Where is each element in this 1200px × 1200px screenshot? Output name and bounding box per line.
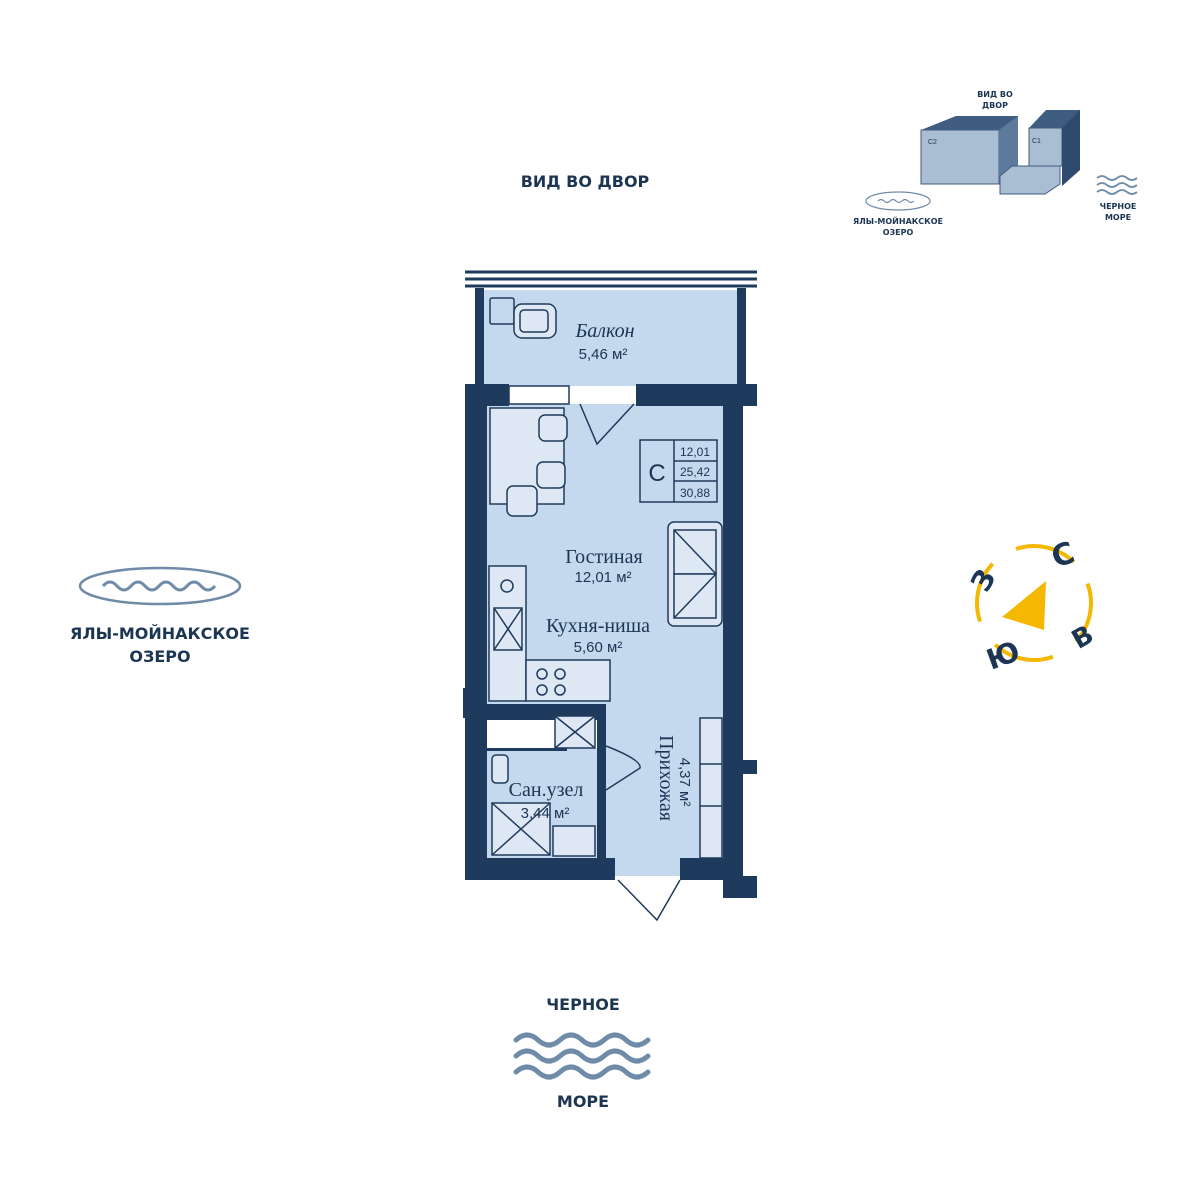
- area-living-value: 12,01: [680, 445, 710, 459]
- living-room-name: Гостиная: [565, 546, 642, 568]
- sea-label-top: ЧЕРНОЕ: [546, 995, 620, 1014]
- kitchen-unit: [488, 565, 611, 702]
- apartment-plan: C 12,01 25,42 30,88 Балкон 5,46 м² Гости…: [463, 270, 757, 922]
- compass-ring: [975, 544, 1093, 662]
- balcony-name: Балкон: [574, 320, 634, 342]
- minimap-lake-label-2: ОЗЕРО: [883, 228, 914, 237]
- building-c2-block: C2: [920, 116, 1018, 185]
- hallway-name: Прихожая: [655, 735, 677, 821]
- compass: С З Ю В: [964, 535, 1099, 676]
- lake-label-line1: ЯЛЫ-МОЙНАКСКОЕ: [70, 624, 250, 643]
- minimap-courtyard-label-2: ДВОР: [982, 101, 1008, 110]
- minimap-c1-label: C1: [1032, 138, 1041, 145]
- sofa: [667, 521, 723, 627]
- area-no-balcony-value: 25,42: [680, 465, 710, 479]
- lake-direction-marker: ЯЛЫ-МОЙНАКСКОЕ ОЗЕРО: [70, 566, 250, 666]
- living-room-area: 12,01 м²: [574, 569, 631, 586]
- sea-label-bottom: МОРЕ: [557, 1092, 609, 1111]
- balcony-railing: [465, 270, 757, 288]
- balcony-area: 5,46 м²: [579, 346, 628, 363]
- compass-arrow-icon: [1002, 581, 1046, 630]
- balcony-furniture: [489, 297, 557, 339]
- balcony-door-swing: [579, 403, 635, 446]
- minimap-lake-label-1: ЯЛЫ-МОЙНАКСКОЕ: [853, 215, 943, 226]
- sea-direction-marker: ЧЕРНОЕ МОРЕ: [513, 995, 651, 1111]
- minimap-sea-label-1: ЧЕРНОЕ: [1100, 202, 1137, 211]
- hallway-area: 4,37 м²: [676, 758, 693, 807]
- compass-north: С: [1047, 535, 1079, 575]
- apartment-type-label: C: [648, 460, 665, 487]
- minimap-lake-icon: [865, 191, 931, 211]
- walls: [463, 384, 757, 898]
- ventilation-shaft: [554, 715, 596, 749]
- minimap-sea-label-2: МОРЕ: [1105, 213, 1131, 222]
- entrance-door-swing: [617, 879, 681, 922]
- minimap-sea-waves-icon: [1096, 175, 1138, 195]
- lake-icon: [78, 566, 242, 606]
- bathroom-door-swing: [605, 745, 641, 791]
- compass-east: В: [1067, 620, 1099, 656]
- kitchen-name: Кухня-ниша: [546, 615, 650, 637]
- workspace-furniture: [489, 407, 568, 517]
- wardrobe: [699, 717, 723, 859]
- apartment-info-box: C 12,01 25,42 30,88: [639, 439, 718, 503]
- bathroom-area: 3,44 м²: [521, 805, 570, 822]
- lake-label-line2: ОЗЕРО: [129, 647, 190, 666]
- bathroom-name: Сан.узел: [509, 779, 584, 801]
- bathroom-fixtures: [491, 754, 596, 857]
- minimap-c2-label: C2: [928, 139, 937, 146]
- kitchen-area: 5,60 м²: [574, 639, 623, 656]
- courtyard-view-label: ВИД ВО ДВОР: [521, 172, 650, 191]
- minimap-courtyard-label-1: ВИД ВО: [977, 90, 1013, 99]
- area-total-value: 30,88: [680, 486, 710, 500]
- site-minimap: ВИД ВО ДВОР C2 C1 ЯЛЫ-МОЙНАКСКОЕ ОЗЕРО: [853, 90, 1138, 237]
- sea-waves-icon: [513, 1032, 651, 1080]
- compass-south: Ю: [982, 634, 1024, 676]
- compass-west: З: [964, 563, 1003, 597]
